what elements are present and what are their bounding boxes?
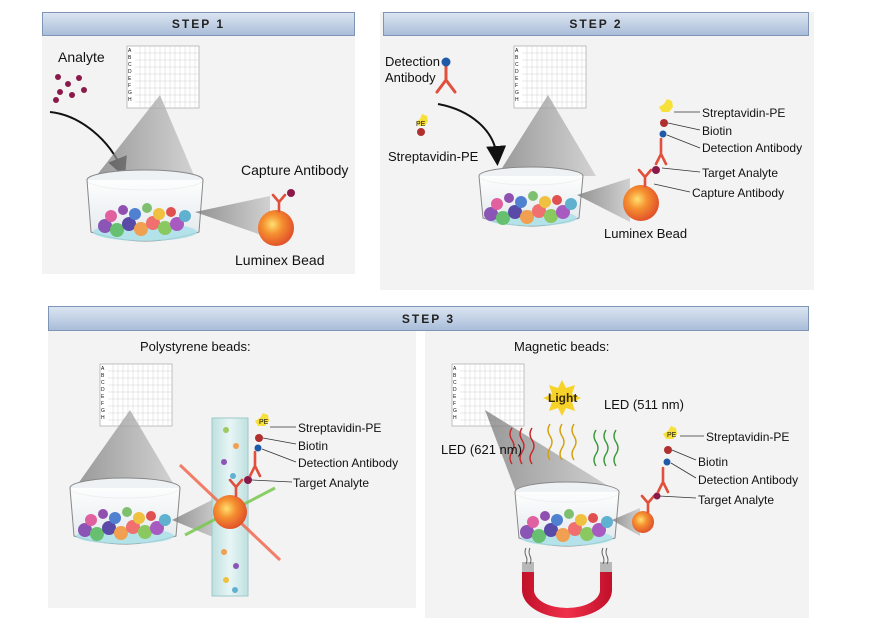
- step1-luminex-bead-label: Luminex Bead: [235, 252, 325, 268]
- step2-panel: [380, 12, 814, 290]
- step2-header: STEP 2: [383, 12, 809, 36]
- step3-left-legend-target: Target Analyte: [293, 476, 370, 490]
- step3-left-bead: [213, 495, 247, 529]
- led-511-waves: [593, 429, 619, 467]
- plate-row-letter: G: [453, 408, 457, 414]
- step3-left-pe-tag: PE: [259, 419, 269, 426]
- step1-dish: [86, 169, 204, 242]
- step2-detection-antibody-icon: [435, 63, 457, 94]
- plate-row-letter: D: [128, 69, 132, 75]
- step3-right-panel: [425, 306, 809, 618]
- step3-right-dish: [514, 481, 620, 547]
- step2-legend-capture: Capture Antibody: [692, 186, 785, 200]
- plate-row-letter: F: [515, 83, 519, 89]
- step2-streptavidin-label: Streptavidin-PE: [388, 149, 479, 164]
- plate-row-letter: A: [453, 366, 457, 372]
- plate-row-letter: C: [101, 380, 105, 386]
- step2-pe-icon: [416, 114, 428, 136]
- plate-row-letter: H: [128, 97, 132, 103]
- step2-legend-streptavidin: Streptavidin-PE: [702, 106, 786, 120]
- light-burst-icon: [543, 380, 581, 416]
- plate-row-letter: F: [453, 401, 457, 407]
- led-621-waves: [509, 427, 535, 465]
- plate-row-letter: D: [515, 69, 519, 75]
- plate-row-letter: G: [515, 90, 519, 96]
- step1-luminex-bead: [258, 210, 294, 246]
- step3-left-legend-detection: Detection Antibody: [298, 456, 399, 470]
- plate-row-letter: B: [101, 373, 105, 379]
- step2-pe-tag: PE: [416, 121, 426, 128]
- step2-arrow: [437, 103, 507, 166]
- step2-luminex-bead: [623, 185, 659, 221]
- step3-polystyrene-label: Polystyrene beads:: [140, 339, 251, 354]
- step3-right-legend-target: Target Analyte: [698, 493, 775, 507]
- plate-row-letter: F: [101, 401, 105, 407]
- plate-row-letter: H: [515, 97, 519, 103]
- step2-detection-label-1: Detection: [385, 54, 440, 69]
- step1-capture-antibody: [271, 193, 287, 213]
- step1-header: STEP 1: [42, 12, 355, 36]
- step3-right-pe-tag: PE: [667, 432, 677, 439]
- step2-luminex-bead-label: Luminex Bead: [604, 226, 688, 241]
- step2-legend-target: Target Analyte: [702, 166, 779, 180]
- plate-row-letter: H: [453, 415, 457, 421]
- step3-right-legend-streptavidin: Streptavidin-PE: [706, 430, 790, 444]
- plate-row-letter: B: [453, 373, 457, 379]
- plate-row-letter: D: [101, 387, 105, 393]
- step3-left-legend-biotin: Biotin: [298, 439, 329, 453]
- emission-waves: [547, 423, 577, 461]
- plate-row-letter: G: [101, 408, 105, 414]
- plate-row-letter: F: [128, 83, 132, 89]
- step3-right-leader-lines: [658, 435, 704, 499]
- step2-detection-label-2: Antibody: [385, 70, 436, 85]
- plate-row-letter: A: [101, 366, 105, 372]
- step3-right-bead: [632, 511, 654, 533]
- plate-row-letter: G: [128, 90, 132, 96]
- step3-left-legend-streptavidin: Streptavidin-PE: [298, 421, 382, 435]
- step3-right-legend-detection: Detection Antibody: [698, 473, 799, 487]
- step2-legend-biotin: Biotin: [702, 124, 733, 138]
- step3-magnetic-label: Magnetic beads:: [514, 339, 610, 354]
- plate-row-letter: B: [128, 55, 132, 61]
- plate-row-letter: C: [515, 62, 519, 68]
- step3-left-leader-lines: [251, 426, 297, 483]
- step3-left-plate: [99, 363, 173, 427]
- step2-legend-detection: Detection Antibody: [702, 141, 803, 155]
- plate-row-letter: E: [515, 76, 519, 82]
- step1-capture-antibody-label: Capture Antibody: [241, 162, 349, 178]
- step3-right-legend-biotin: Biotin: [698, 455, 729, 469]
- plate-row-letter: C: [128, 62, 132, 68]
- step2-dish: [478, 166, 584, 227]
- step1-analyte-dots: [53, 74, 87, 103]
- step3-left-dish: [69, 477, 181, 545]
- step1-analyte-label: Analyte: [58, 49, 105, 65]
- plate-row-letter: H: [101, 415, 105, 421]
- magnet-icon: [522, 547, 612, 618]
- plate-row-letter: E: [128, 76, 132, 82]
- plate-row-letter: E: [101, 394, 105, 400]
- plate-row-letter: A: [515, 48, 519, 54]
- led-621-label: LED (621 nm): [441, 442, 522, 457]
- step3-header: STEP 3: [48, 306, 809, 331]
- light-label: Light: [548, 391, 578, 405]
- plate-row-letter: B: [515, 55, 519, 61]
- step2-leader-lines: [653, 111, 701, 193]
- plate-row-letter: A: [128, 48, 132, 54]
- plate-row-letter: C: [453, 380, 457, 386]
- plate-row-letter: E: [453, 394, 457, 400]
- flow-cell-beads: [221, 427, 239, 593]
- led-511-label: LED (511 nm): [604, 397, 684, 412]
- step1-plate: [126, 45, 200, 109]
- plate-row-letter: D: [453, 387, 457, 393]
